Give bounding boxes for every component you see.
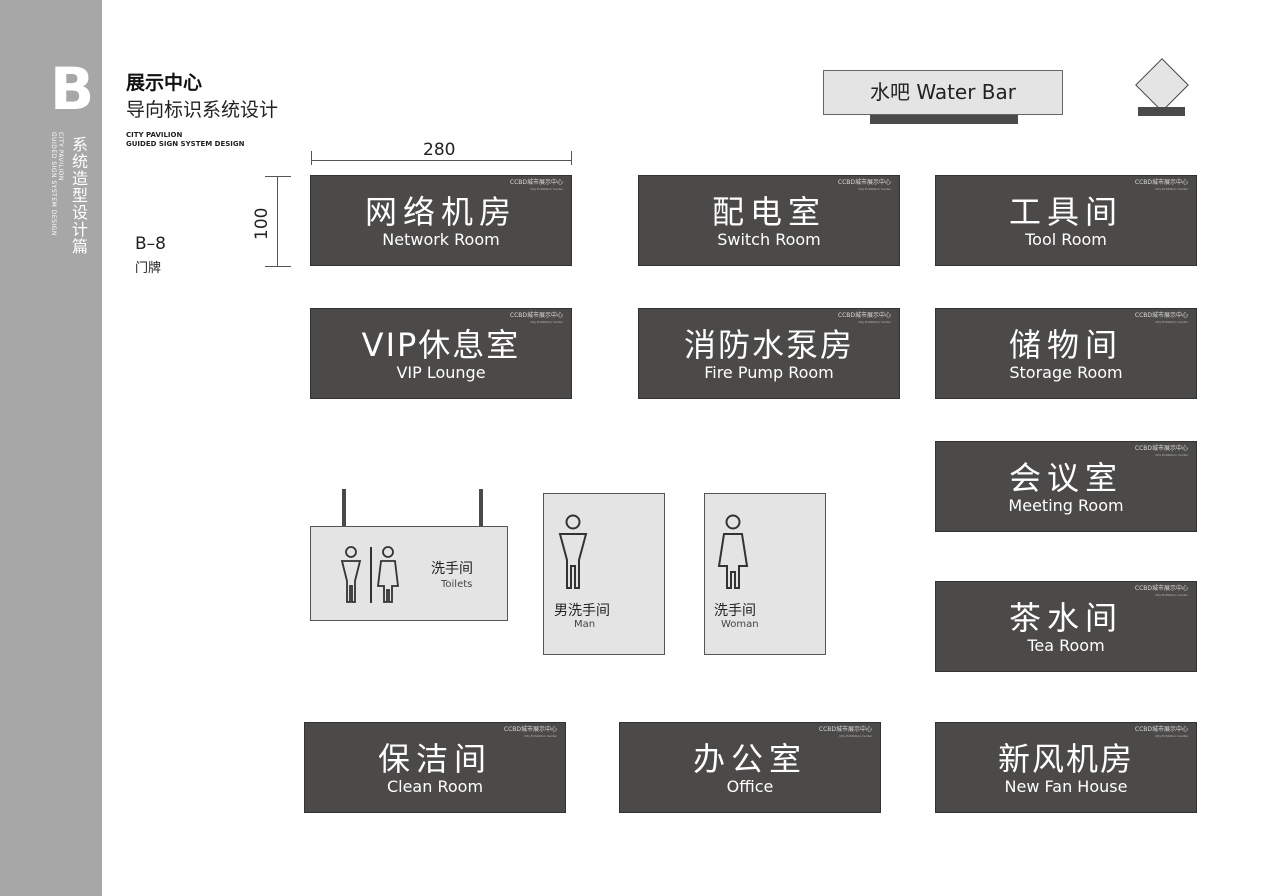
woman-toilet-cn: 洗手间 (714, 603, 756, 619)
sign-cn: 工具间 (1008, 193, 1123, 231)
sign-cn: VIP休息室 (361, 326, 521, 364)
page-title: 展示中心 (126, 72, 203, 94)
hanging-rod-right (479, 489, 483, 527)
sign-en: Tool Room (1025, 230, 1107, 249)
page-en-title-2: GUIDED SIGN SYSTEM DESIGN (126, 140, 245, 148)
man-icon (340, 546, 362, 603)
divider (370, 547, 372, 603)
man-toilet-en: Man (574, 619, 596, 630)
sidebar-chinese-title: 系统造型设计篇 (69, 136, 88, 255)
sign-en: Switch Room (717, 230, 821, 249)
water-bar-sign: 水吧 Water Bar (823, 70, 1063, 115)
sidebar: B CITY PAVILION GUIDED SIGN SYSTEM DESIG… (0, 0, 102, 896)
sign-cn: 消防水泵房 (683, 326, 854, 364)
sidebar-en-line2: GUIDED SIGN SYSTEM DESIGN (50, 132, 57, 236)
sign-cn: 配电室 (711, 193, 826, 231)
width-dimension-line (311, 160, 572, 161)
section-letter: B (50, 55, 95, 123)
sign-en: Network Room (382, 230, 500, 249)
sign-cn: 网络机房 (364, 193, 517, 231)
woman-icon (376, 546, 400, 603)
sign-cn: 储物间 (1008, 326, 1123, 364)
height-dimension-tick-bottom (265, 266, 291, 267)
width-dimension-label: 280 (423, 140, 456, 160)
page-en-title-1: CITY PAVILION (126, 131, 183, 139)
sidebar-en-line1: CITY PAVILION (57, 132, 64, 181)
height-dimension-tick-top (265, 176, 291, 177)
sign-cn: 茶水间 (1008, 599, 1123, 637)
sign-cn: 办公室 (692, 740, 807, 778)
sign-man-toilet: 男洗手间 Man (543, 493, 665, 655)
sign-woman-toilet: 洗手间 Woman (704, 493, 826, 655)
man-icon (558, 514, 588, 589)
sign-en: Office (726, 777, 774, 796)
width-dimension-tick-right (571, 151, 572, 165)
water-bar-base (870, 115, 1018, 124)
sidebar-english: CITY PAVILION GUIDED SIGN SYSTEM DESIGN (50, 132, 64, 236)
sign-en: Storage Room (1009, 363, 1123, 382)
woman-toilet-en: Woman (721, 619, 759, 630)
woman-icon (717, 514, 749, 589)
item-code: B–8 (135, 234, 166, 254)
toilets-cn: 洗手间 (431, 561, 473, 577)
height-dimension-line (277, 176, 278, 266)
sign-en: VIP Lounge (396, 363, 486, 382)
hanging-rod-left (342, 489, 346, 527)
height-dimension-label: 100 (252, 207, 272, 240)
toilets-en: Toilets (441, 579, 473, 590)
sign-en: Tea Room (1027, 636, 1105, 655)
width-dimension-tick-left (311, 151, 312, 165)
item-name: 门牌 (135, 261, 162, 276)
page-subtitle: 导向标识系统设计 (126, 99, 279, 121)
man-toilet-cn: 男洗手间 (554, 603, 610, 619)
diamond-sign-base (1138, 107, 1185, 116)
sign-en: Clean Room (386, 777, 484, 796)
sign-en: New Fan House (1004, 777, 1128, 796)
sign-toilets-hanging: 洗手间 Toilets (310, 526, 508, 621)
sign-en: Meeting Room (1008, 496, 1124, 515)
sign-cn: 新风机房 (997, 740, 1134, 778)
sign-cn: 会议室 (1008, 459, 1123, 497)
sign-cn: 保洁间 (377, 740, 492, 778)
sign-en: Fire Pump Room (704, 363, 834, 382)
diamond-sign-icon (1135, 58, 1189, 112)
